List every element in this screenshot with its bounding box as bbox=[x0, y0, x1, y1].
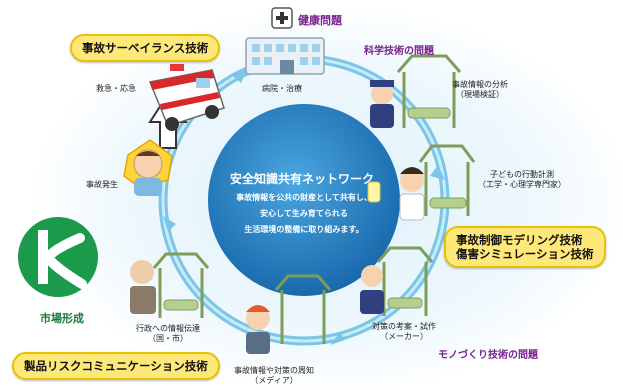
node-accident: 事故発生 bbox=[86, 180, 118, 189]
center-title: 安全知識共有ネットワーク bbox=[230, 172, 375, 186]
node-emergency: 救急・応急 bbox=[96, 84, 136, 93]
media-person-icon bbox=[246, 305, 270, 354]
node-measures-line2: （メーカー） bbox=[380, 332, 428, 341]
tech-risk-communication-label: 製品リスクコミュニケーション技術 bbox=[12, 352, 220, 380]
node-analysis-line1: 事故情報の分析 bbox=[452, 80, 508, 89]
inspector-person-icon bbox=[370, 80, 394, 128]
health-cross-icon bbox=[271, 7, 293, 29]
ring-arrow-icon bbox=[430, 165, 445, 180]
node-measures-line1: 対策の考案・試作 bbox=[372, 322, 436, 331]
node-admin: 行政への情報伝達 （国・市） bbox=[136, 324, 200, 344]
center-description: 事故情報を公共の財産として共有し、 安心して生み育てられる 生活環境の整備に取り… bbox=[216, 190, 392, 238]
node-analysis-line2: （現場検証） bbox=[456, 90, 504, 99]
node-child-measurement: 子どもの行動計測 （工学・心理学専門家） bbox=[478, 170, 566, 190]
ring-arrow-icon bbox=[330, 332, 345, 345]
ring-arrow-icon bbox=[163, 216, 176, 232]
category-health: 健康問題 bbox=[298, 14, 342, 27]
node-hospital: 病院・治療 bbox=[262, 84, 302, 93]
k-logo-icon bbox=[18, 217, 98, 297]
node-child-line2: （工学・心理学専門家） bbox=[478, 180, 566, 189]
tech-modeling-label: 事故制御モデリング技術 傷害シミュレーション技術 bbox=[444, 226, 606, 268]
swing-government-icon bbox=[152, 252, 210, 318]
swing-media-icon bbox=[274, 274, 332, 344]
center-line: 事故情報を公共の財産として共有し、 bbox=[236, 193, 372, 202]
government-person-icon bbox=[130, 260, 156, 314]
ambulance-icon bbox=[148, 64, 225, 131]
center-line: 安心して生み育てられる bbox=[260, 209, 348, 218]
center-circle bbox=[208, 104, 400, 296]
swing-analysis-icon bbox=[396, 54, 462, 128]
tech-modeling-line2: 傷害シミュレーション技術 bbox=[456, 247, 594, 261]
hospital-icon bbox=[245, 37, 325, 75]
tech-modeling-line1: 事故制御モデリング技術 bbox=[456, 233, 583, 247]
node-analysis: 事故情報の分析 （現場検証） bbox=[452, 80, 508, 100]
category-science: 科学技術の問題 bbox=[364, 46, 434, 57]
center-line: 生活環境の整備に取り組みます。 bbox=[244, 225, 364, 234]
category-manufacturing: モノづくり技術の問題 bbox=[438, 350, 538, 361]
node-publicize-line1: 事故情報や対策の周知 bbox=[234, 366, 314, 375]
category-market: 市場形成 bbox=[40, 312, 84, 325]
node-admin-line1: 行政への情報伝達 bbox=[136, 324, 200, 333]
ring-arrow-icon bbox=[232, 68, 248, 83]
crying-child-icon bbox=[123, 139, 173, 196]
node-publicize: 事故情報や対策の周知 （メディア） bbox=[234, 366, 314, 386]
swing-child-measurement-icon bbox=[418, 144, 476, 216]
tech-surveillance-label: 事故サーベイランス技術 bbox=[70, 34, 221, 62]
node-admin-line2: （国・市） bbox=[148, 334, 188, 343]
node-child-line1: 子どもの行動計測 bbox=[490, 170, 554, 179]
node-measures: 対策の考案・試作 （メーカー） bbox=[372, 322, 436, 342]
node-publicize-line2: （メディア） bbox=[250, 376, 298, 385]
manufacturer-person-icon bbox=[360, 265, 384, 314]
researcher-person-icon bbox=[367, 167, 425, 221]
